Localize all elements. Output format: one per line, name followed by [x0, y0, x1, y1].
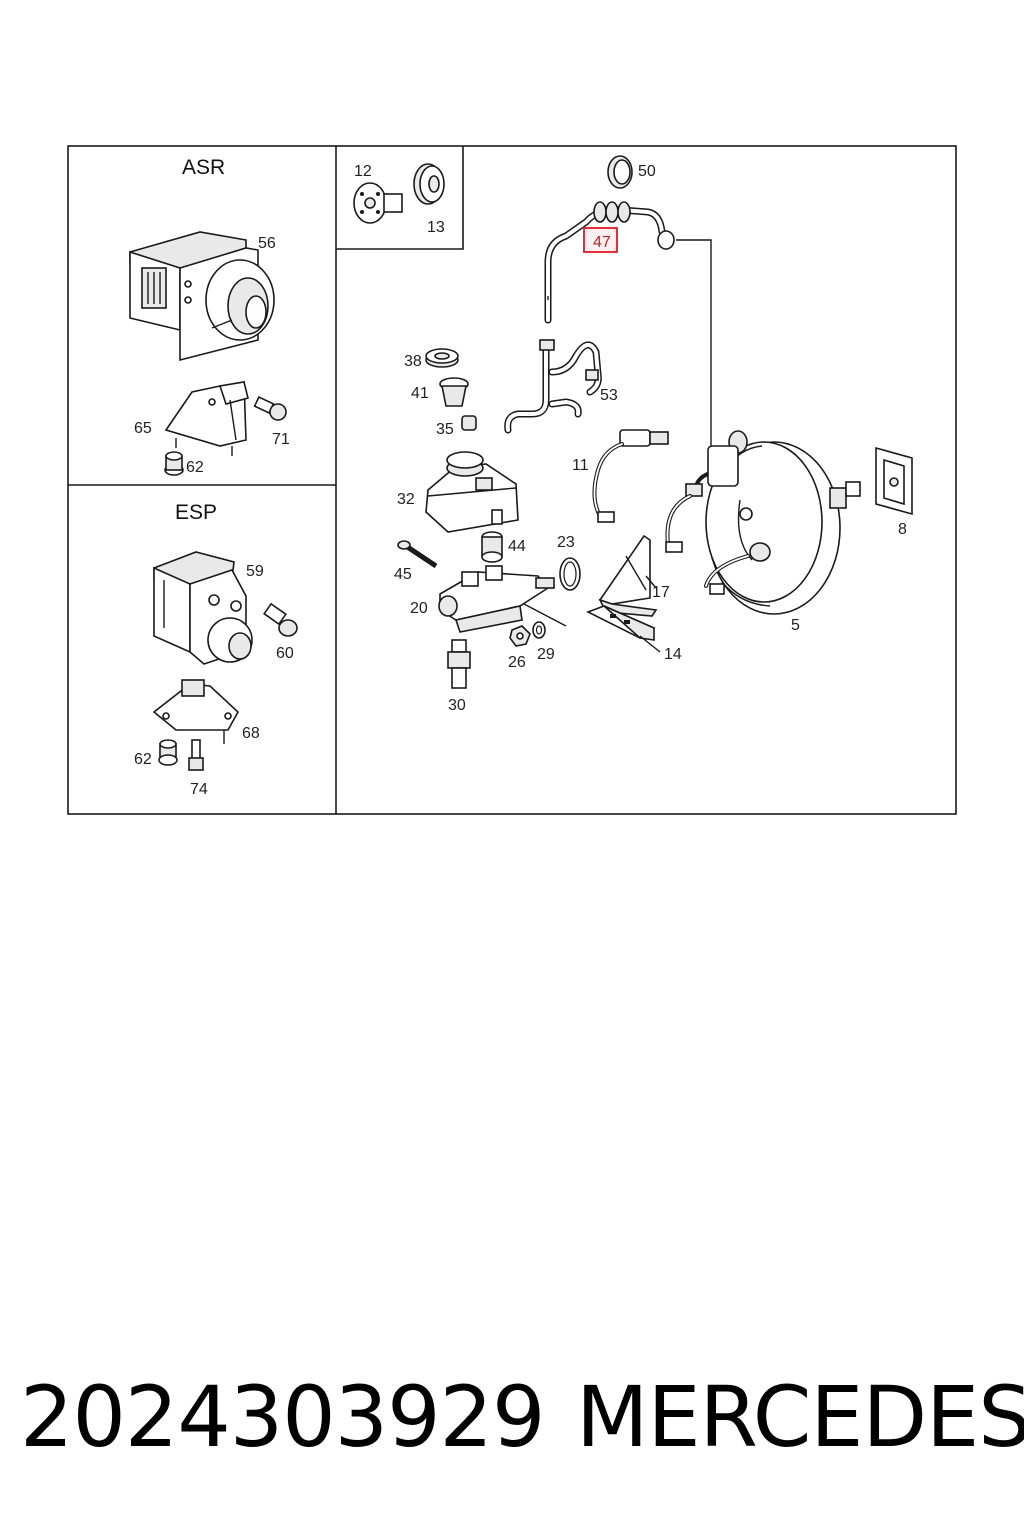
callout-30: 30 [448, 697, 466, 714]
part-45-bolt [397, 540, 438, 569]
asr-panel: ASR 56 65 [129, 156, 290, 476]
part-30-pressure-sensor [447, 639, 471, 689]
callout-50: 50 [638, 163, 656, 180]
callout-59: 59 [246, 563, 264, 580]
callout-41: 41 [411, 385, 429, 402]
callout-62-esp: 62 [134, 751, 152, 768]
part-29-washer [532, 621, 546, 639]
part-12-valve [353, 182, 403, 224]
callout-12: 12 [354, 163, 372, 180]
esp-grommet [158, 739, 178, 766]
part-44-plug [481, 531, 503, 563]
callout-13: 13 [427, 219, 445, 236]
part-23-o-ring [559, 557, 581, 591]
part-53-hose-assembly [504, 339, 602, 434]
part-50-grommet [607, 155, 633, 189]
esp-panel: ESP 59 60 68 [134, 501, 298, 798]
esp-title: ESP [175, 501, 217, 524]
part-26-nut [509, 625, 531, 647]
esp-screw [188, 739, 204, 771]
part-41-strainer [439, 377, 469, 407]
part-32-reservoir [425, 451, 519, 533]
asr-grommet [164, 451, 184, 476]
callout-17: 17 [652, 584, 670, 601]
callout-23: 23 [557, 534, 575, 551]
part-47-vacuum-hose [544, 201, 675, 324]
part-number: 2024303929 [20, 1368, 545, 1466]
esp-sensor [263, 602, 298, 637]
callout-38: 38 [404, 353, 422, 370]
callout-8: 8 [898, 521, 907, 538]
callout-68: 68 [242, 725, 260, 742]
part-13-grommet [413, 163, 445, 205]
callout-53: 53 [600, 387, 618, 404]
part-35-plug [461, 415, 477, 431]
footer: 2024303929 MERCEDES [0, 1362, 1024, 1472]
callout-74: 74 [190, 781, 208, 798]
callout-26: 26 [508, 654, 526, 671]
callout-71: 71 [272, 431, 290, 448]
part-20-master-cylinder [438, 565, 567, 633]
part-5-brake-booster [665, 430, 861, 615]
part-17-bracket [598, 534, 658, 617]
inset-panel: 12 13 [353, 163, 445, 236]
callout-35: 35 [436, 421, 454, 438]
callout-5: 5 [791, 617, 800, 634]
part-11-level-sensor [592, 429, 669, 523]
brand-name: MERCEDES [576, 1368, 1024, 1466]
callout-65: 65 [134, 420, 152, 437]
callout-14: 14 [664, 646, 682, 663]
main-panel: 50 47 38 41 3 [394, 155, 913, 714]
callout-32: 32 [397, 491, 415, 508]
part-38-cap [425, 348, 459, 368]
callout-60: 60 [276, 645, 294, 662]
callout-44: 44 [508, 538, 526, 555]
esp-bracket [152, 679, 240, 744]
diagram-frame [67, 145, 957, 815]
callout-11: 11 [572, 457, 589, 474]
asr-bolt [253, 396, 287, 421]
asr-hydraulic-unit [129, 231, 275, 362]
asr-title: ASR [182, 156, 225, 179]
callout-45: 45 [394, 566, 412, 583]
callout-56: 56 [258, 235, 276, 252]
part-14-mount [586, 605, 661, 653]
callout-29: 29 [537, 646, 555, 663]
part-8-gasket [875, 446, 913, 516]
highlight-box-47 [583, 227, 618, 253]
leader-47-5 [676, 239, 712, 448]
asr-bracket [164, 381, 249, 456]
esp-hydraulic-unit [153, 551, 253, 665]
callout-20: 20 [410, 600, 428, 617]
callout-47: 47 [593, 234, 611, 251]
callout-62-asr: 62 [186, 459, 204, 476]
